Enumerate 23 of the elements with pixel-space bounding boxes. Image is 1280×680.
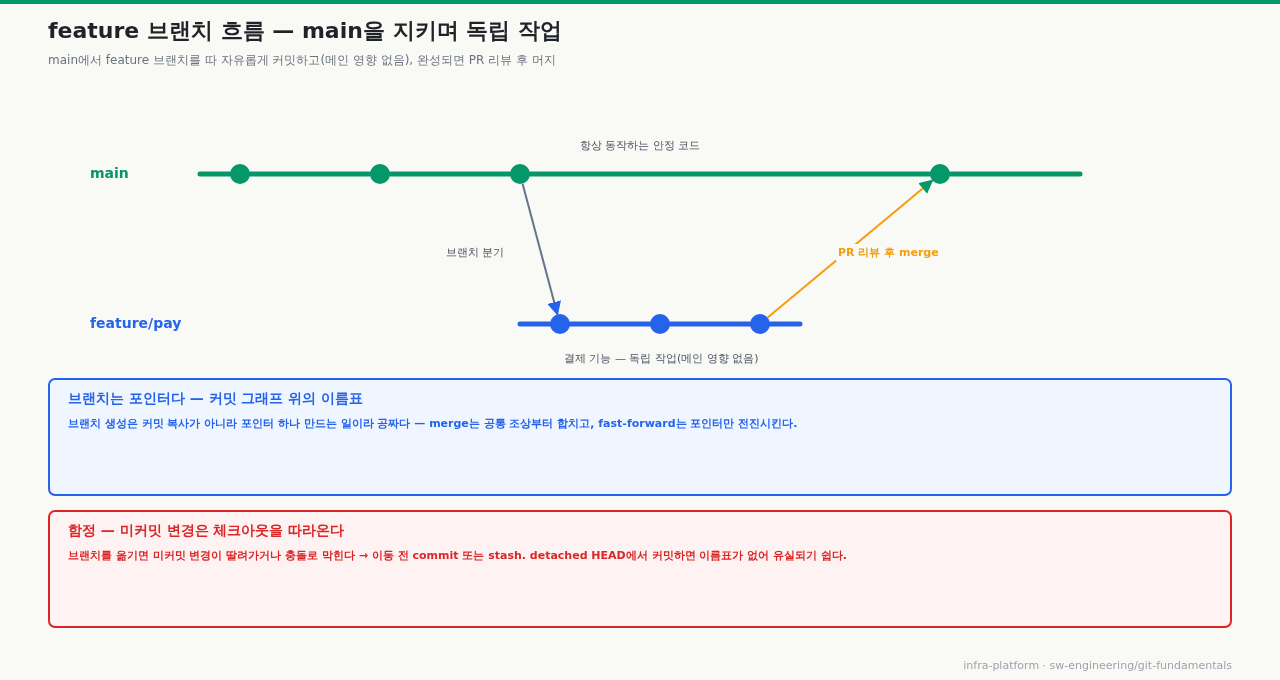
- commit-dot: [230, 164, 250, 184]
- branch-note: 항상 동작하는 안정 코드: [580, 138, 701, 153]
- commit-dot: [550, 314, 570, 334]
- card-heading: 함정 — 미커밋 변경은 체크아웃을 따라온다: [68, 522, 346, 540]
- commit-dot: [930, 164, 950, 184]
- card-text: 브랜치를 옮기면 미커밋 변경이 딸려가거나 충돌로 막힌다 → 이동 전 commit 또는 stash. detached HEAD에서 커밋하면 이름표가 없어 유실되기 쉽다.: [68, 548, 849, 563]
- commit-dot: [510, 164, 530, 184]
- card-heading: 브랜치는 포인터다 — 커밋 그래프 위의 이름표: [68, 390, 365, 408]
- branch-note: 결제 기능 — 독립 작업(메인 영향 없음): [564, 351, 759, 366]
- footer-text: infra-platform · sw-engineering/git-fundamentals: [963, 659, 1232, 672]
- commit-dot: [750, 314, 770, 334]
- arrow: [521, 182, 561, 316]
- arrow: [766, 179, 934, 319]
- subtitle: main에서 feature 브랜치를 따 자유롭게 커밋하고(메인 영향 없음), 완성되면 PR 리뷰 후 머지: [48, 52, 556, 69]
- card-text: 브랜치 생성은 커밋 복사가 아니라 포인터 하나 만드는 일이라 공짜다 — merge는 공통 조상부터 합치고, fast-forward는 포인터만 전진시킨다.: [68, 416, 799, 431]
- branch-name: main: [90, 165, 129, 181]
- callout-card: [48, 510, 1232, 628]
- page-title: feature 브랜치 흐름 — main을 지키며 독립 작업: [48, 17, 562, 45]
- callout-card: [48, 378, 1232, 496]
- branch-name: feature/pay: [90, 315, 182, 331]
- edge-label: PR 리뷰 후 merge: [836, 244, 941, 261]
- commit-dot: [370, 164, 390, 184]
- commit-dot: [650, 314, 670, 334]
